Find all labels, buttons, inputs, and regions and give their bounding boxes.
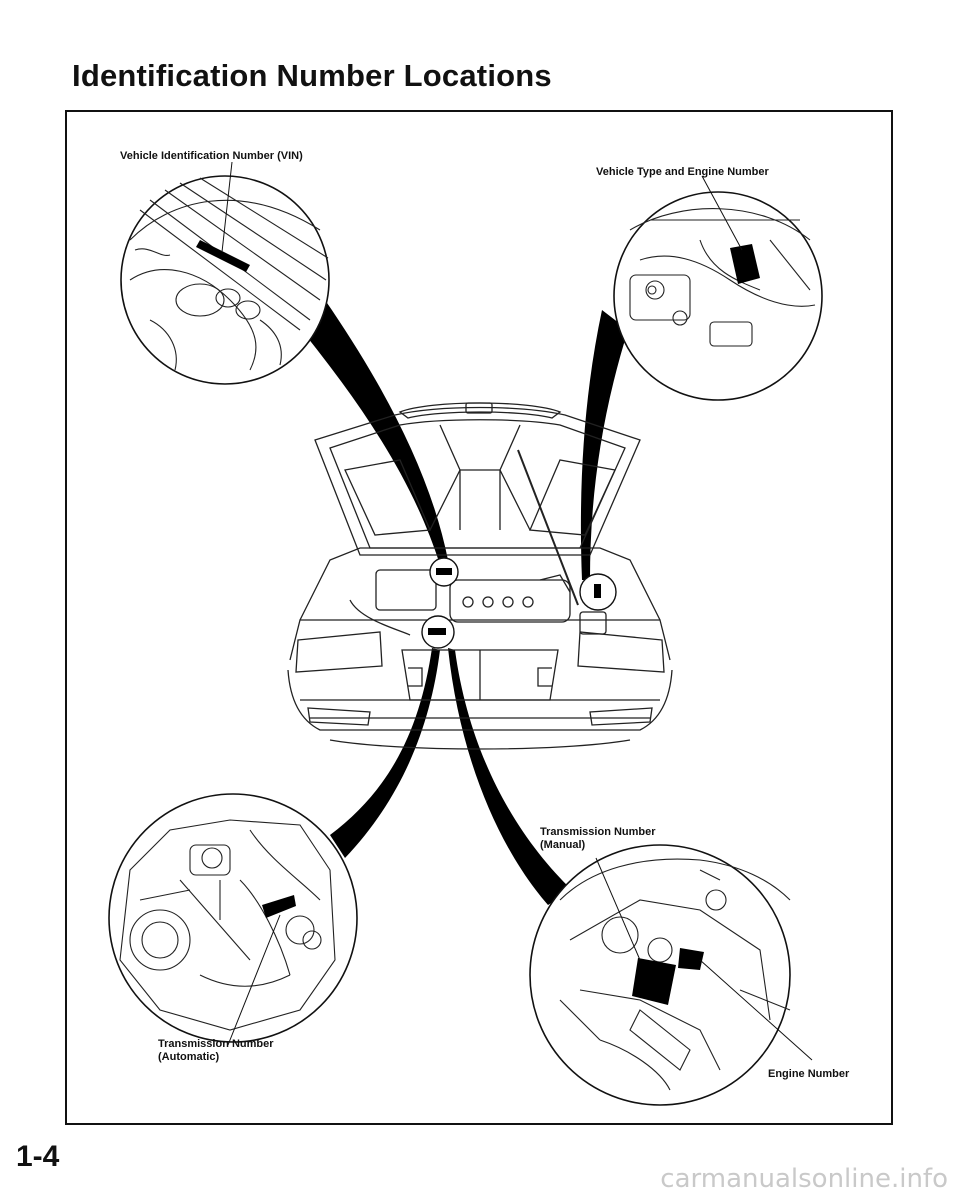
auto-trans-pointer-wedge bbox=[330, 648, 440, 858]
watermark: carmanualsonline.info bbox=[660, 1164, 948, 1194]
manual-trans-pointer-wedge bbox=[448, 648, 572, 905]
manual-transmission-detail-circle bbox=[529, 844, 813, 1106]
vehicle-type-engine-label: Vehicle Type and Engine Number bbox=[596, 166, 769, 178]
vehicle-type-detail-circle bbox=[613, 175, 823, 401]
vin-pointer-wedge bbox=[292, 300, 448, 565]
figure-frame bbox=[65, 110, 893, 1125]
transmission-automatic-label: Transmission Number (Automatic) bbox=[158, 1038, 274, 1064]
vin-detail-circle bbox=[120, 161, 330, 385]
transmission-manual-label-line1: Transmission Number bbox=[540, 826, 656, 838]
transmission-manual-label-line2: (Manual) bbox=[540, 839, 586, 851]
transmission-automatic-label-line2: (Automatic) bbox=[158, 1051, 220, 1063]
car-locator-markers bbox=[421, 557, 617, 649]
transmission-manual-label: Transmission Number (Manual) bbox=[540, 826, 656, 852]
engine-type-pointer-wedge bbox=[580, 310, 628, 580]
page-title: Identification Number Locations bbox=[72, 58, 552, 93]
engine-number-label: Engine Number bbox=[768, 1068, 850, 1080]
auto-transmission-detail-circle bbox=[108, 793, 358, 1046]
vin-label: Vehicle Identification Number (VIN) bbox=[120, 150, 303, 162]
car-front-illustration bbox=[287, 402, 673, 750]
page-number: 1-4 bbox=[16, 1140, 60, 1173]
transmission-automatic-label-line1: Transmission Number bbox=[158, 1038, 274, 1050]
